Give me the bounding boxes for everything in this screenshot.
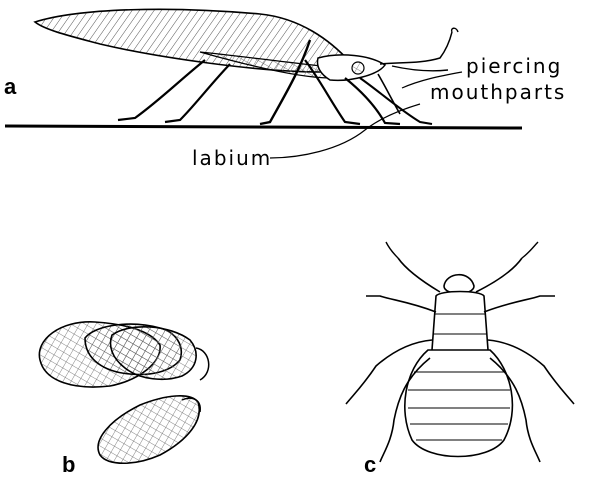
nymph-head — [444, 275, 474, 294]
egg — [98, 396, 199, 463]
leader-labium — [270, 104, 420, 158]
bug-leg — [118, 60, 205, 120]
bug-antenna — [380, 32, 452, 64]
panel-label-a: a — [4, 76, 16, 98]
label-labium: labium — [192, 148, 272, 168]
bug-wings — [35, 9, 350, 72]
nymph-thorax — [432, 292, 488, 355]
ground-line — [5, 126, 522, 128]
nymph-leg — [484, 296, 555, 312]
panel-label-b: b — [62, 454, 75, 476]
label-mouthparts: mouthparts — [430, 82, 566, 102]
label-piercing: piercing — [466, 56, 562, 76]
nymph-antenna — [476, 258, 522, 292]
bug-eye — [352, 62, 364, 74]
panel-c-nymph — [346, 242, 574, 462]
panel-label-c: c — [364, 454, 376, 476]
egg-cap — [196, 348, 209, 380]
nymph-antenna — [398, 258, 440, 292]
bug-head — [318, 55, 386, 80]
nymph-leg — [366, 296, 436, 312]
panel-b-eggs — [39, 322, 208, 463]
